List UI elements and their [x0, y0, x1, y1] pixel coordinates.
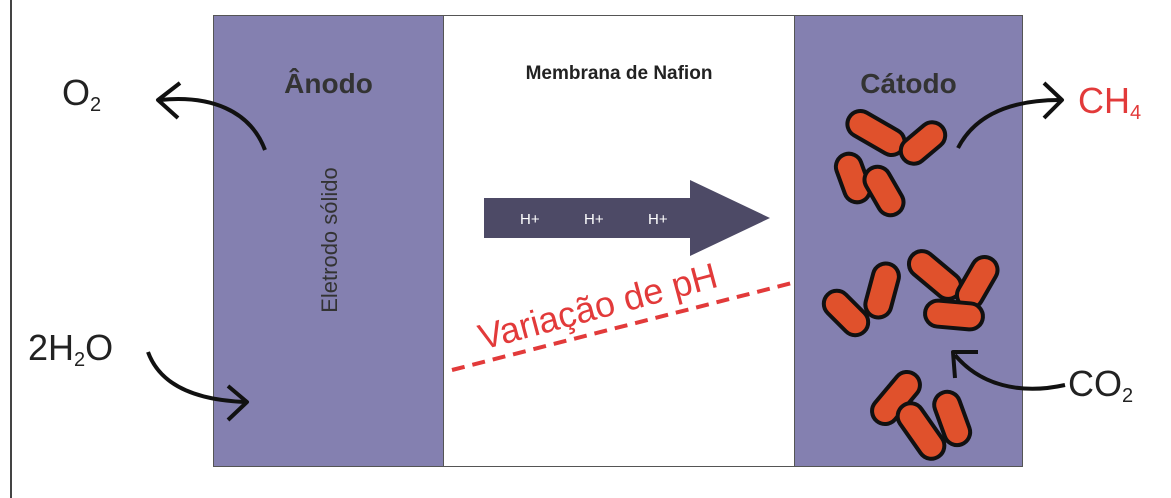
- bacterium: [821, 288, 871, 338]
- bacteria-cluster-middle: [821, 249, 1000, 338]
- co2-label: CO2: [1068, 363, 1134, 407]
- water-arrowhead: [226, 384, 249, 422]
- bacterium: [895, 401, 947, 461]
- bacterium: [923, 298, 985, 332]
- proton-label: H+: [584, 211, 604, 228]
- ph-dashed-line: [451, 281, 793, 372]
- ch4-label: CH4: [1078, 80, 1142, 124]
- water-label: 2H2O: [28, 327, 114, 371]
- membrane-title: Membrana de Nafion: [525, 63, 713, 84]
- membrane-panel: Membrana de Nafion: [444, 15, 794, 467]
- ch4-arrow: [956, 98, 1061, 149]
- anode-panel: Ânodo: [213, 15, 444, 467]
- o2-label: O2: [62, 72, 102, 116]
- proton-arrow: [484, 180, 770, 256]
- cathode-title: Cátodo: [860, 68, 957, 99]
- bacteria-cluster-bottom: [870, 369, 973, 461]
- bacterium: [932, 389, 973, 448]
- frame-border: [10, 0, 12, 498]
- water-arrow: [146, 351, 246, 404]
- bacterium: [862, 164, 906, 218]
- o2-arrow: [159, 97, 267, 151]
- co2-arrowhead: [951, 350, 978, 379]
- o2-arrowhead: [156, 81, 182, 120]
- proton-label: H+: [648, 211, 668, 228]
- proton-label: H+: [520, 211, 540, 228]
- co2-arrow: [953, 353, 1066, 391]
- bacterium: [898, 120, 948, 166]
- bacterium: [863, 261, 901, 320]
- anode-title: Ânodo: [284, 68, 373, 99]
- bacteria-cluster-top: [833, 109, 948, 218]
- ch4-arrowhead: [1042, 81, 1064, 120]
